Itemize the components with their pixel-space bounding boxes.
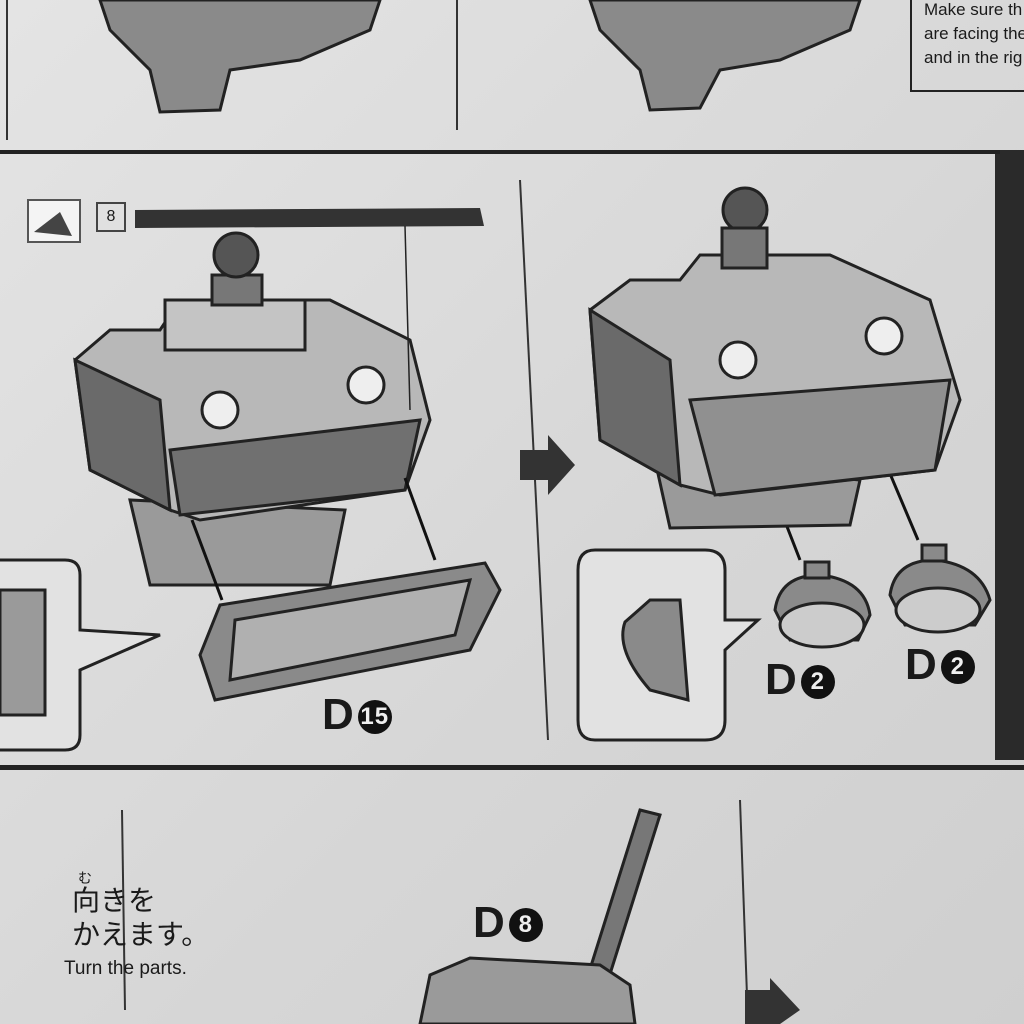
english-caption: Turn the parts. <box>64 958 187 979</box>
next-arrow-icon <box>520 435 575 495</box>
furigana: む <box>78 870 92 886</box>
part-letter: D <box>765 655 798 704</box>
sticker-strip <box>135 208 484 228</box>
divider-bottom <box>0 765 1024 770</box>
divider-vertical <box>6 0 8 140</box>
instruction-note-box: Make sure th are facing the and in the r… <box>910 0 1024 92</box>
next-arrow-icon <box>745 978 800 1024</box>
part-d2-illustration <box>773 560 872 649</box>
jp-line: 向きを <box>72 885 157 916</box>
part-number: 2 <box>800 665 835 700</box>
part-letter: D <box>322 690 355 739</box>
note-line: Make sure th <box>924 0 1023 19</box>
top-right-head-illustration <box>588 0 862 112</box>
divider-vertical <box>456 0 458 130</box>
part-d8-illustration <box>418 808 662 1024</box>
top-left-head-illustration <box>98 0 382 114</box>
part-d15-illustration <box>198 561 502 702</box>
head-after-illustration <box>588 186 962 530</box>
part-number: 15 <box>357 700 392 735</box>
part-d2-illustration <box>888 543 992 634</box>
note-line: and in the rig <box>924 48 1023 67</box>
part-number: 2 <box>940 650 975 685</box>
part-letter: D <box>473 898 506 947</box>
sticker-number: 8 <box>96 202 126 232</box>
part-number: 8 <box>508 908 543 943</box>
part-letter: D <box>905 640 938 689</box>
divider-top <box>0 150 1000 154</box>
head-before-illustration <box>73 231 432 587</box>
japanese-caption: 向きを かえます。 <box>72 884 209 952</box>
note-line: are facing the <box>924 24 1024 43</box>
jp-line: かえます。 <box>72 919 210 950</box>
